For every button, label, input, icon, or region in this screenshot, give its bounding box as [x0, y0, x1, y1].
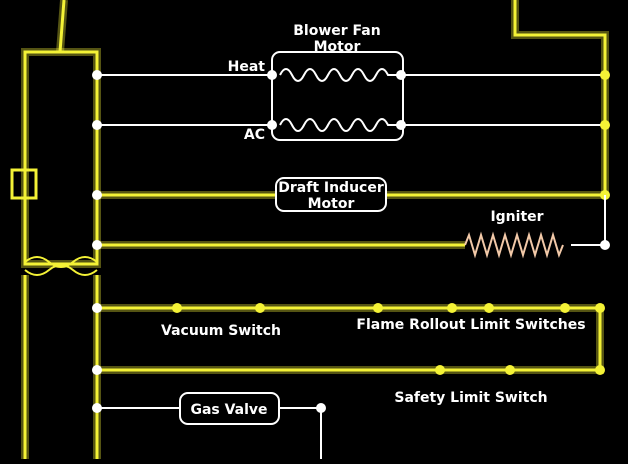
terminal-dot	[396, 70, 406, 80]
top-feed-wire	[58, 0, 66, 53]
terminal-dot	[92, 403, 102, 413]
blower-fan-label-line2: Motor	[314, 39, 361, 55]
terminal-dot	[92, 303, 102, 313]
gas-valve	[92, 392, 326, 459]
terminal-dot	[92, 120, 102, 130]
draft-inducer-motor	[92, 177, 610, 212]
vacuum-switch-contact	[255, 303, 265, 313]
terminal-dot	[92, 240, 102, 250]
terminal-dot	[267, 120, 277, 130]
safety-limit-contact	[505, 365, 515, 375]
ac-label: AC	[244, 127, 265, 143]
vacuum-switch-contact	[172, 303, 182, 313]
draft-inducer-label-line1: Draft Inducer	[278, 180, 384, 196]
terminal-dot	[595, 365, 605, 375]
flame-rollout-label: Flame Rollout Limit Switches	[356, 317, 585, 333]
terminal-dot	[267, 70, 277, 80]
draft-inducer-label-line2: Motor	[308, 196, 355, 212]
control-board	[23, 50, 99, 266]
terminal-dot	[595, 303, 605, 313]
board-connector	[10, 168, 38, 200]
igniter-label: Igniter	[490, 209, 543, 225]
rollout-switch-contact	[484, 303, 494, 313]
board-fuse	[24, 256, 98, 276]
terminal-dot	[92, 70, 102, 80]
safety-circuit	[92, 303, 605, 375]
rollout-switch-contact	[447, 303, 457, 313]
right-feed-wire	[513, 0, 607, 195]
igniter	[92, 195, 610, 259]
terminal-dot	[92, 365, 102, 375]
terminal-dot	[600, 240, 610, 250]
terminal-dot	[600, 120, 610, 130]
gas-valve-label: Gas Valve	[190, 402, 267, 418]
safety-limit-label: Safety Limit Switch	[394, 390, 547, 406]
blower-fan-motor	[92, 51, 605, 141]
terminal-dot	[396, 120, 406, 130]
vacuum-switch-label: Vacuum Switch	[161, 323, 281, 339]
terminal-dot	[316, 403, 326, 413]
blower-fan-label-line1: Blower Fan	[293, 23, 380, 39]
heat-label: Heat	[228, 59, 266, 75]
terminal-dot	[600, 70, 610, 80]
rollout-switch-contact	[560, 303, 570, 313]
terminal-dot	[92, 190, 102, 200]
safety-limit-contact	[435, 365, 445, 375]
rollout-switch-contact	[373, 303, 383, 313]
